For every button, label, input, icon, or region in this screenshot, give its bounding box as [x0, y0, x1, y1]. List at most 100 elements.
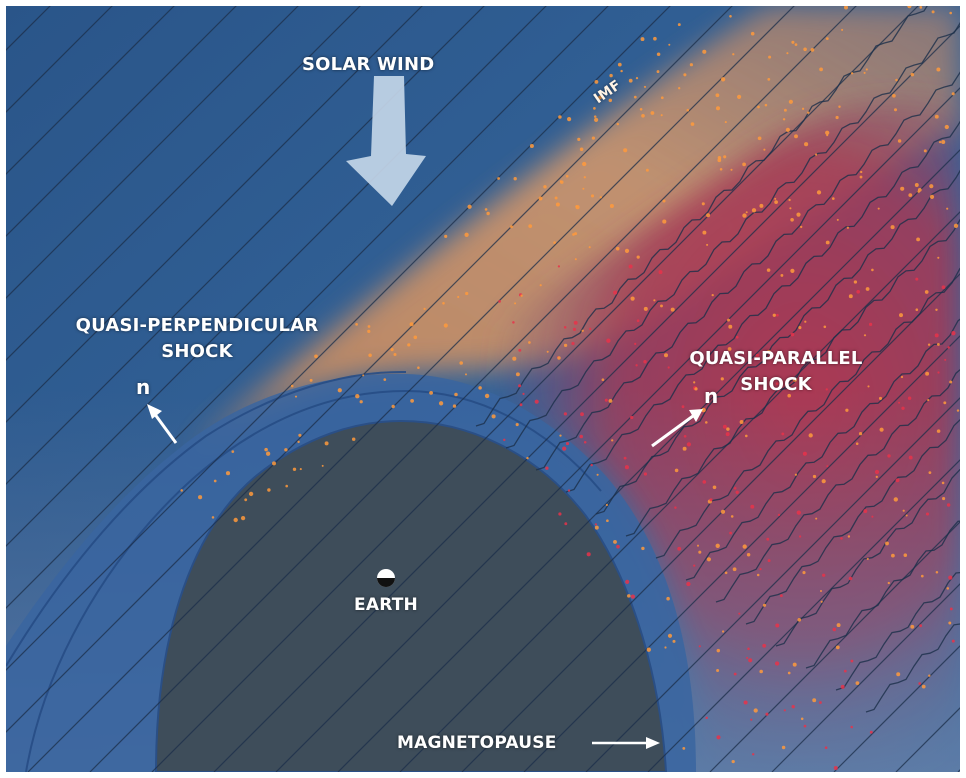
particle-dot: [757, 136, 762, 141]
imf-field-line: [6, 6, 175, 175]
particle-dot: [901, 406, 905, 410]
particle-dot: [892, 93, 896, 98]
particle-dot: [775, 623, 780, 628]
particle-dot: [625, 579, 630, 584]
particle-dot: [465, 291, 469, 296]
particle-dot: [919, 6, 923, 9]
foreshock-wave-line: [685, 318, 960, 581]
particle-dot: [747, 647, 750, 651]
particle-dot: [706, 243, 709, 246]
particle-dot: [802, 571, 806, 575]
particle-dot: [822, 573, 826, 577]
particle-dot: [875, 475, 878, 479]
particle-dot: [767, 559, 771, 563]
imf-field-line: [523, 335, 960, 772]
particle-dot: [783, 709, 786, 712]
particle-dot: [674, 506, 677, 509]
particle-dot: [863, 71, 866, 74]
particle-dot: [590, 463, 593, 467]
particle-dot: [543, 185, 547, 189]
particle-dot: [558, 512, 562, 516]
particle-dot: [284, 448, 288, 452]
foreshock-wave-line: [745, 419, 960, 625]
particle-dot: [931, 10, 935, 14]
particle-dot: [840, 537, 843, 540]
imf-field-line: [6, 6, 547, 547]
imf-field-line: [213, 25, 960, 772]
particle-dot: [895, 478, 900, 483]
imf-field-line: [709, 521, 960, 772]
particle-dot: [598, 95, 602, 100]
particle-dot: [844, 6, 848, 10]
imf-field-line: [399, 211, 960, 772]
particle-dot: [951, 639, 955, 643]
particle-dot: [900, 375, 904, 379]
particle-dot: [869, 322, 873, 326]
particle-dot: [746, 656, 749, 659]
particle-dot: [938, 140, 942, 144]
particle-dot: [510, 225, 513, 229]
particle-dot: [887, 454, 891, 458]
particle-dot: [240, 515, 246, 521]
particle-dot: [515, 423, 519, 427]
particle-dot: [900, 186, 905, 191]
particle-dot: [484, 393, 490, 399]
particle-dot: [942, 497, 946, 501]
particle-dot: [641, 546, 645, 551]
particle-dot: [850, 659, 854, 663]
particle-dot: [701, 202, 705, 206]
particle-dot: [285, 484, 288, 488]
particle-dot: [780, 594, 783, 598]
particle-dot: [735, 490, 739, 494]
particle-dot: [454, 392, 458, 397]
particle-dot: [865, 287, 870, 291]
imf-field-line: [6, 6, 671, 671]
particle-dot: [874, 469, 880, 475]
particle-dot: [743, 700, 748, 705]
particle-dot: [653, 299, 656, 302]
particle-dot: [565, 442, 570, 446]
particle-dot: [512, 356, 517, 361]
particle-dot: [804, 320, 807, 323]
particle-dot: [796, 510, 801, 515]
particle-dot: [557, 356, 561, 360]
particle-dot: [393, 352, 397, 357]
particle-dot: [759, 567, 762, 571]
quasi-parallel-line1: QUASI-PARALLEL: [689, 348, 863, 369]
imf-field-line: [6, 6, 609, 609]
foreshock-waves: [475, 6, 960, 713]
particle-dot: [937, 371, 940, 374]
particle-dot: [899, 313, 903, 318]
particle-dot: [719, 168, 723, 171]
particle-dot: [604, 398, 608, 402]
imf-field-line: [151, 6, 919, 772]
particle-dot: [555, 202, 560, 207]
particle-dot: [696, 544, 700, 547]
particle-dot: [877, 207, 880, 210]
particle-dot: [845, 408, 849, 412]
particle-dot: [248, 491, 254, 497]
particle-dot: [608, 398, 613, 403]
particle-dot: [903, 553, 908, 557]
particle-dot: [887, 581, 890, 585]
particle-dot: [294, 395, 298, 398]
particle-dot: [855, 442, 859, 445]
particle-dot: [780, 273, 784, 277]
particle-dot: [787, 671, 791, 675]
particle-dot: [410, 399, 414, 403]
imf-field-line: [585, 397, 960, 772]
particle-dot: [690, 122, 695, 126]
particle-dot: [791, 40, 795, 44]
particle-dots: [180, 6, 960, 771]
particle-dot: [309, 378, 313, 382]
particle-dot: [290, 384, 294, 388]
bow-shock-outer-arc: [6, 370, 407, 667]
imf-field-line: [6, 6, 733, 733]
particle-dot: [815, 517, 818, 520]
particle-dot: [757, 105, 760, 109]
particle-dot: [580, 412, 584, 417]
particle-dot: [841, 28, 844, 31]
particle-dot: [723, 155, 727, 159]
particle-dot: [299, 468, 302, 471]
